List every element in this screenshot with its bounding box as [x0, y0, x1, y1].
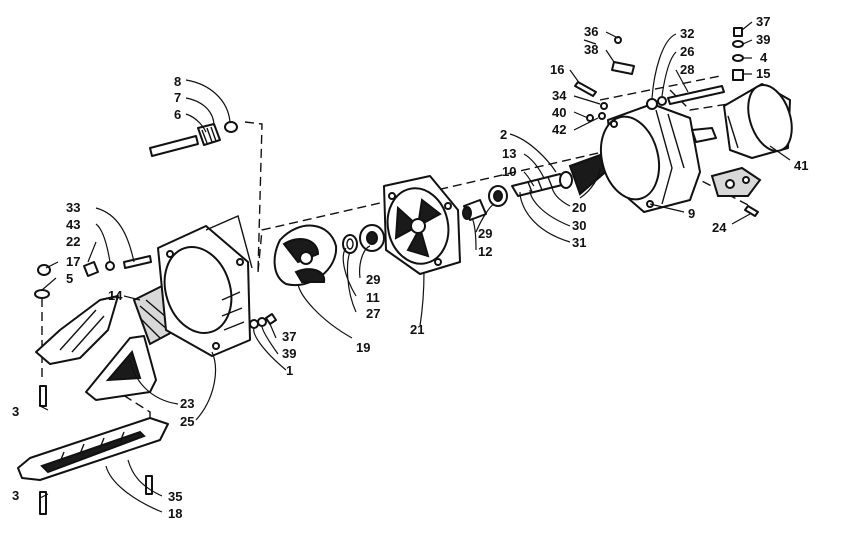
callout-29-front: 29	[366, 272, 380, 287]
callout-37-lower: 37	[282, 329, 296, 344]
callout-42: 42	[552, 122, 566, 137]
callout-24: 24	[712, 220, 727, 235]
callout-5: 5	[66, 271, 73, 286]
pump-adapter-housing	[157, 215, 253, 357]
callout-3-upper: 3	[12, 404, 19, 419]
callout-7: 7	[174, 90, 181, 105]
rear-bearing	[488, 185, 508, 207]
callout-9: 9	[688, 206, 695, 221]
callout-36: 36	[584, 24, 598, 39]
callout-21: 21	[410, 322, 424, 337]
callout-30: 30	[572, 218, 586, 233]
callout-41: 41	[794, 158, 808, 173]
callout-29-rear: 29	[478, 226, 492, 241]
callout-11: 11	[366, 290, 380, 305]
callout-13: 13	[502, 146, 516, 161]
intake-duct	[35, 295, 119, 365]
callout-39-upper: 39	[756, 32, 770, 47]
callout-6: 6	[174, 107, 181, 122]
callout-16: 16	[550, 62, 564, 77]
callout-28: 28	[680, 62, 694, 77]
stator-housing	[383, 175, 461, 275]
callout-19: 19	[356, 340, 370, 355]
callout-1: 1	[286, 363, 293, 378]
callout-2: 2	[500, 127, 507, 142]
callout-3-lower: 3	[12, 488, 19, 503]
steering-nozzle	[723, 83, 793, 159]
mount-plate	[85, 335, 157, 401]
callout-4: 4	[760, 50, 768, 65]
venturi-housing	[599, 103, 717, 213]
callout-40: 40	[552, 105, 566, 120]
callout-17: 17	[66, 254, 80, 269]
impeller	[273, 224, 338, 287]
hardware-bolts	[34, 27, 759, 515]
callout-32: 32	[680, 26, 694, 41]
callout-labels: 8 7 6 33 43 22 17 5 14 3 3 23 25 35 18 3…	[12, 14, 808, 521]
callout-22: 22	[66, 234, 80, 249]
callout-10: 10	[502, 164, 516, 179]
callout-18: 18	[168, 506, 182, 521]
callout-39-lower: 39	[282, 346, 296, 361]
front-bearing	[359, 224, 385, 252]
callout-8: 8	[174, 74, 181, 89]
callout-43: 43	[66, 217, 80, 232]
bushing	[462, 199, 487, 221]
callout-34: 34	[552, 88, 567, 103]
callout-26: 26	[680, 44, 694, 59]
callout-15: 15	[756, 66, 770, 81]
steering-cable	[149, 121, 238, 157]
callout-12: 12	[478, 244, 492, 259]
pump-shaft	[511, 171, 573, 197]
leader-lines	[39, 21, 791, 513]
callout-27: 27	[366, 306, 380, 321]
callout-14: 14	[108, 288, 123, 303]
callout-31: 31	[572, 235, 586, 250]
trim-bracket	[710, 166, 762, 197]
callout-33: 33	[66, 200, 80, 215]
callout-23: 23	[180, 396, 194, 411]
callout-37-upper: 37	[756, 14, 770, 29]
callout-38: 38	[584, 42, 598, 57]
callout-35: 35	[168, 489, 182, 504]
callout-25: 25	[180, 414, 194, 429]
intake-grate	[17, 417, 169, 481]
callout-20: 20	[572, 200, 586, 215]
